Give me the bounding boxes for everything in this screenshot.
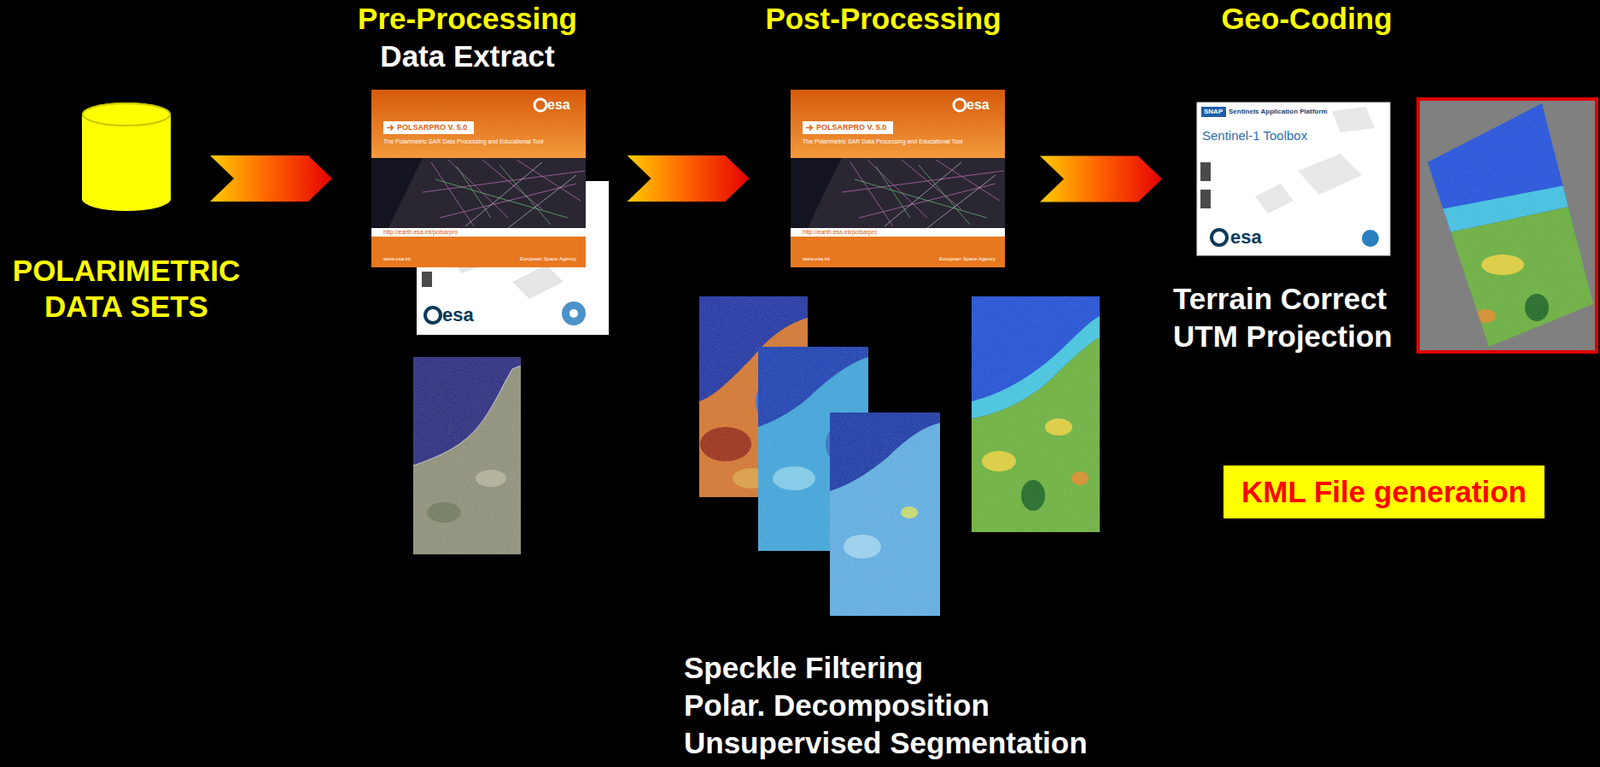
toolbox-splash-image <box>1255 106 1375 214</box>
toolbox-splash-image <box>1201 106 1227 117</box>
label-anchor: Sentinels Application Platform <box>1228 107 1328 117</box>
sar-image <box>829 412 941 616</box>
text-holder: Pre-Processing <box>309 0 626 38</box>
database-cylinder: POLARIMETRIC DATA SETS <box>81 102 171 211</box>
toolbox-splash-back <box>569 309 579 318</box>
classified-image <box>971 296 1100 532</box>
label-anchor: Polar. Decomposition <box>683 686 990 725</box>
text-holder: Post-Processing <box>724 0 1042 38</box>
label-anchor: Sentinel-1 Toolbox <box>1202 127 1308 145</box>
toolbox-splash-image <box>1197 102 1390 256</box>
url-text: http://earth.esa.int/polsarpro <box>802 227 877 237</box>
tool-splash-image <box>790 89 1005 268</box>
toolbox-splash-image <box>1361 229 1379 247</box>
step-item: Speckle Filtering <box>683 648 923 687</box>
label-anchor: The Polarimetric SAR Data Processing and… <box>802 137 963 146</box>
stage-title: Geo-Coding <box>1148 0 1466 38</box>
classified-image <box>971 296 1100 532</box>
label-anchor: POLSARPRO V. 5.0 <box>397 122 468 134</box>
tool-name: POLSARPRO V. 5.0 <box>816 122 887 134</box>
toolbox-name: Sentinel-1 Toolbox <box>1202 127 1308 145</box>
url-text: http://earth.esa.int/polsarpro <box>383 227 458 237</box>
sar-image <box>413 356 521 555</box>
text-holder: KML File generation <box>1241 472 1527 511</box>
agency-text: European Space Agency <box>939 255 996 263</box>
stage-title: Post-Processing <box>724 0 1042 38</box>
label-anchor: Unsupervised Segmentation <box>683 724 1088 762</box>
logo-text: esa <box>547 96 571 114</box>
website-text: www.esa.int <box>383 255 411 263</box>
label-anchor: Speckle Filtering <box>683 648 923 687</box>
toolbox-splash-image <box>1200 189 1211 209</box>
flow-arrow <box>1039 156 1163 203</box>
tool-name: POLSARPRO V. 5.0 <box>397 122 468 134</box>
logo-text: esa <box>442 303 474 327</box>
label-anchor: http://earth.esa.int/polsarpro <box>802 227 877 237</box>
logo-text: esa <box>1230 226 1262 249</box>
text-holder: Terrain Correct UTM Projection <box>1173 280 1421 356</box>
tool-splash-card: Post-Processing <box>790 89 1005 268</box>
label-anchor: The Polarimetric SAR Data Processing and… <box>383 137 544 146</box>
dataset-label: POLARIMETRIC DATA SETS <box>2 252 251 325</box>
text-holder: Data Extract <box>309 37 626 76</box>
sar-image <box>829 412 941 616</box>
output-label: KML File generation <box>1241 472 1527 511</box>
geocoded-image <box>1418 99 1597 352</box>
geocoded-image <box>1418 99 1597 352</box>
label-anchor: esa <box>547 96 571 114</box>
label-anchor: European Space Agency <box>519 255 577 263</box>
cylinder-top <box>82 103 170 126</box>
agency-text: European Space Agency <box>519 255 577 263</box>
tool-subtitle: The Polarimetric SAR Data Processing and… <box>802 137 963 146</box>
website-text: www.esa.int <box>802 255 830 263</box>
tool-subtitle: The Polarimetric SAR Data Processing and… <box>383 137 544 146</box>
logo-text: esa <box>966 96 990 114</box>
cylinder-body <box>81 102 171 211</box>
output-box: KML File generation <box>1223 465 1545 519</box>
sar-image <box>829 412 941 616</box>
flow-arrow <box>210 155 333 202</box>
toolbox-splash-image <box>1197 102 1390 256</box>
geocoded-image <box>1418 99 1597 352</box>
sar-image <box>413 356 521 555</box>
label-anchor: POLSARPRO V. 5.0 <box>816 122 887 134</box>
platform-name: Sentinels Application Platform <box>1228 107 1328 117</box>
classified-image <box>971 296 1100 532</box>
geocoded-image <box>1418 99 1597 352</box>
label-anchor: esa <box>442 303 474 327</box>
toolbox-splash-back <box>561 301 586 326</box>
label-anchor: www.esa.int <box>802 255 830 263</box>
flow-arrow <box>627 155 750 202</box>
stage-title: Pre-Processing <box>309 0 626 38</box>
label-anchor: esa <box>1230 226 1262 249</box>
toolbox-splash-image <box>1200 162 1211 182</box>
step-item: Polar. Decomposition <box>683 686 990 725</box>
tool-splash-card: Pre-ProcessingData Extract <box>371 89 586 268</box>
badge-text: SNAP <box>1203 107 1223 117</box>
stage-subtitle: Data Extract <box>309 37 626 76</box>
tool-splash-image <box>371 89 586 268</box>
label-anchor: www.esa.int <box>383 255 411 263</box>
step-item: Unsupervised Segmentation <box>683 724 1088 762</box>
text-holder: POLARIMETRIC DATA SETS <box>2 252 251 325</box>
sar-image <box>413 356 521 555</box>
text-holder: Geo-Coding <box>1148 0 1466 38</box>
toolbox-splash-back <box>425 307 441 323</box>
cylinder-shape <box>81 102 171 211</box>
label-anchor: esa <box>966 96 990 114</box>
label-anchor: SNAP <box>1203 107 1223 117</box>
step-description: Terrain Correct UTM Projection <box>1173 280 1421 356</box>
label-anchor: http://earth.esa.int/polsarpro <box>383 227 458 237</box>
label-anchor: European Space Agency <box>939 255 996 263</box>
toolbox-splash-back <box>421 271 433 287</box>
toolbox-splash-card: Geo-CodingTerrain Correct UTM Projection <box>1197 102 1390 256</box>
toolbox-splash-image <box>1211 229 1227 246</box>
